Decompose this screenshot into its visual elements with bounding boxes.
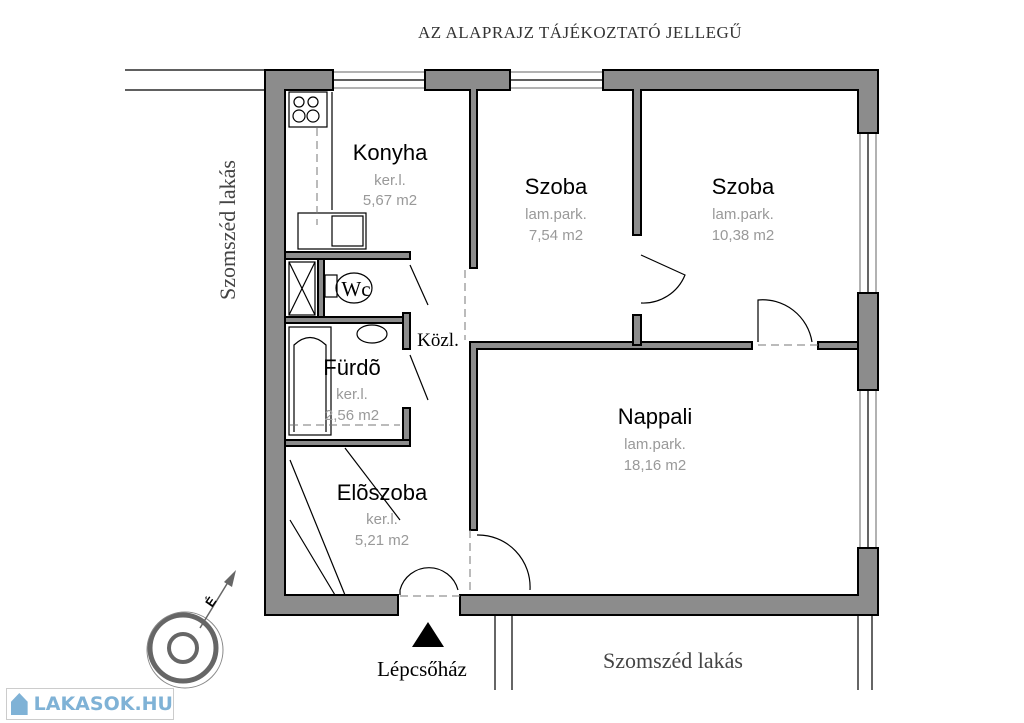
compass-north-label: É: [202, 594, 219, 610]
kitchen-fixtures: [288, 91, 367, 250]
svg-text:ker.l.: ker.l.: [366, 511, 398, 528]
windows: [332, 71, 877, 549]
svg-text:10,38 m2: 10,38 m2: [712, 227, 775, 244]
neighbor-bottom-label: Szomszéd lakás: [603, 648, 743, 673]
bath-fixtures: [288, 324, 400, 436]
svg-text:ker.l.: ker.l.: [374, 172, 406, 189]
room-nappali: Nappali lam.park. 18,16 m2: [618, 404, 693, 474]
neighbor-lines: [125, 69, 873, 690]
room-szoba-1: Szoba lam.park. 7,54 m2: [525, 174, 588, 244]
svg-text:lam.park.: lam.park.: [712, 206, 774, 223]
entrance-arrow-icon: [412, 622, 444, 647]
stairs-label: Lépcsőház: [377, 657, 467, 681]
logo-text: LAKASOK.HU: [33, 693, 173, 715]
svg-text:Szoba: Szoba: [712, 174, 775, 199]
svg-text:ker.l.: ker.l.: [336, 386, 368, 403]
plan-title: AZ ALAPRAJZ TÁJÉKOZTATÓ JELLEGŰ: [418, 23, 742, 42]
house-icon: [11, 693, 28, 715]
lakasok-logo: LAKASOK.HU: [6, 688, 174, 720]
svg-text:5,21 m2: 5,21 m2: [355, 532, 409, 549]
room-konyha: Konyha ker.l. 5,67 m2: [353, 140, 428, 209]
svg-text:Konyha: Konyha: [353, 140, 428, 165]
kozl-label: Közl.: [417, 330, 459, 351]
svg-text:5,67 m2: 5,67 m2: [363, 192, 417, 209]
svg-text:lam.park.: lam.park.: [525, 206, 587, 223]
svg-text:18,16 m2: 18,16 m2: [624, 457, 687, 474]
svg-text:Szoba: Szoba: [525, 174, 588, 199]
walls: [264, 69, 879, 616]
svg-text:Elõszoba: Elõszoba: [337, 480, 428, 505]
room-szoba-2: Szoba lam.park. 10,38 m2: [712, 174, 775, 244]
wc-fixture: Wc: [324, 272, 373, 304]
shaft: [288, 261, 316, 316]
compass-icon: É: [146, 570, 236, 689]
stairs-lines: [289, 447, 401, 596]
svg-text:lam.park.: lam.park.: [624, 436, 686, 453]
wc-label: Wc: [341, 277, 370, 301]
svg-text:Nappali: Nappali: [618, 404, 693, 429]
room-furdo: Fürdõ ker.l. 2,56 m2: [323, 355, 380, 424]
room-eloszoba: Elõszoba ker.l. 5,21 m2: [337, 480, 428, 549]
svg-text:7,54 m2: 7,54 m2: [529, 227, 583, 244]
doors: [399, 254, 818, 597]
neighbor-left-label: Szomszéd lakás: [215, 160, 240, 300]
svg-text:Fürdõ: Fürdõ: [323, 355, 380, 380]
svg-text:2,56 m2: 2,56 m2: [325, 407, 379, 424]
